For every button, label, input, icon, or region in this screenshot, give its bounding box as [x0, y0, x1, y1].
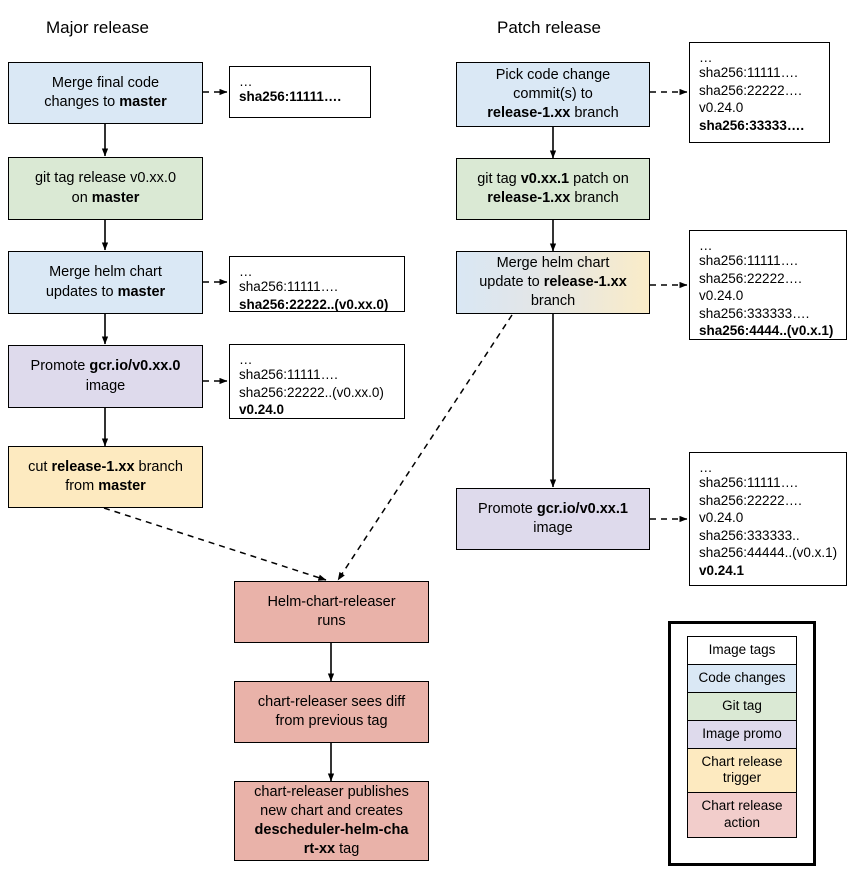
- legend-item-image-tags: Image tags: [687, 636, 797, 665]
- legend-item-label: Chart release action: [701, 798, 783, 831]
- tagbox-after-promote-image-major: … sha256:11111…. sha256:22222..(v0.xx.0)…: [229, 344, 405, 419]
- tagbox-line: v0.24.0: [239, 402, 285, 418]
- tagbox-line: sha256:44444..(v0.x.1): [699, 545, 838, 561]
- tagbox-line: sha256:333333..: [699, 527, 800, 543]
- legend-item-label: Image promo: [702, 725, 782, 741]
- column-title-major: Major release: [46, 18, 149, 37]
- legend-item-chart-release-trigger: Chart release trigger: [687, 747, 797, 794]
- tagbox-line: sha256:33333….: [699, 117, 805, 133]
- tagbox-after-pick-code-change: … sha256:11111…. sha256:22222…. v0.24.0 …: [689, 42, 830, 143]
- tagbox-line: sha256:4444..(v0.x.1): [699, 323, 834, 339]
- tagbox-line: …: [239, 74, 254, 89]
- legend-item-label: Image tags: [708, 642, 776, 657]
- tagbox-line: v0.24.0: [699, 510, 744, 526]
- tagbox-line: v0.24.0: [699, 100, 744, 116]
- tagbox-line: v0.24.1: [699, 562, 745, 578]
- tagbox-line: sha256:22222….: [699, 492, 802, 508]
- legend-item-label: Git tag: [722, 697, 762, 713]
- tagbox-line: …: [699, 50, 714, 65]
- tagbox-line: sha256:11111….: [239, 367, 338, 383]
- legend-item-label: Chart release trigger: [701, 753, 783, 786]
- dashed-cut-to-releaser: [103, 507, 327, 581]
- tagbox-line: sha256:22222..(v0.xx.0): [239, 384, 384, 400]
- tagbox-after-merge-final-code: … sha256:11111….: [229, 66, 371, 118]
- tagbox-line: sha256:11111….: [699, 475, 798, 491]
- tagbox-line: v0.24.0: [699, 288, 744, 304]
- legend-item-image-promo: Image promo: [687, 719, 797, 749]
- legend-item-code-changes: Code changes: [687, 663, 797, 693]
- tagbox-line: sha256:11111….: [239, 279, 338, 295]
- tagbox-line: sha256:22222….: [699, 270, 802, 286]
- tagbox-after-merge-helm-chart-release-branch: … sha256:11111…. sha256:22222…. v0.24.0 …: [689, 230, 847, 340]
- tagbox-line: sha256:22222….: [699, 82, 802, 98]
- legend-panel: Image tags Code changes Git tag Image pr…: [668, 621, 816, 866]
- legend-item-chart-release-action: Chart release action: [687, 792, 797, 838]
- column-title-patch: Patch release: [497, 18, 601, 37]
- legend-item-label: Code changes: [698, 669, 786, 685]
- tagbox-line: sha256:333333….: [699, 305, 810, 321]
- legend-item-git-tag: Git tag: [687, 691, 797, 721]
- tagbox-line: sha256:22222..(v0.xx.0): [239, 296, 389, 312]
- tagbox-line: …: [699, 460, 714, 475]
- tagbox-line: sha256:11111….: [239, 89, 342, 105]
- tagbox-line: …: [239, 264, 254, 279]
- tagbox-after-merge-helm-chart-master: … sha256:11111…. sha256:22222..(v0.xx.0): [229, 256, 405, 312]
- tagbox-line: …: [699, 238, 714, 253]
- tagbox-line: …: [239, 352, 254, 367]
- tagbox-after-promote-image-patch: … sha256:11111…. sha256:22222…. v0.24.0 …: [689, 452, 847, 586]
- tagbox-line: sha256:11111….: [699, 253, 798, 269]
- tagbox-line: sha256:11111….: [699, 65, 798, 81]
